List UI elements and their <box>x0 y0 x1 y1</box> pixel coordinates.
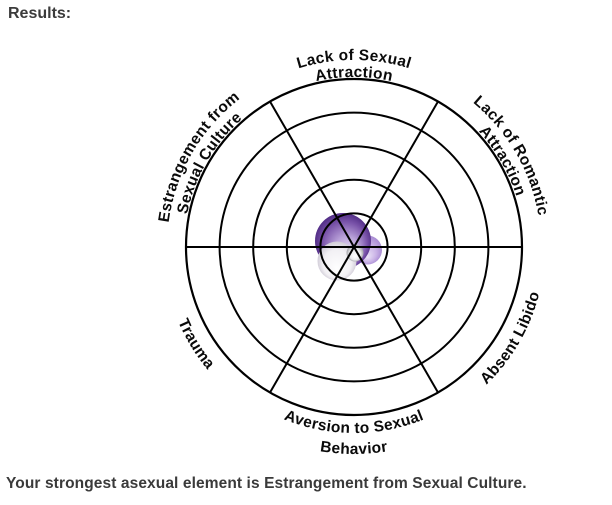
axis-label: Attraction <box>314 64 395 85</box>
spoke <box>269 101 355 248</box>
label-path <box>163 247 545 438</box>
axis-label: Absent Libido <box>477 290 543 388</box>
spoke <box>353 246 439 393</box>
axis-label-text: Trauma <box>174 316 217 372</box>
spoke <box>353 101 439 248</box>
axis-label-text: Behavior <box>319 438 388 458</box>
spoke <box>269 246 355 393</box>
axis-label-text: Absent Libido <box>477 290 543 388</box>
axis-label: Behavior <box>319 438 389 458</box>
results-heading: Results: <box>8 5 72 22</box>
label-path <box>168 247 540 433</box>
axis-label-text: Aversion to Sexual <box>282 407 425 437</box>
axis-label: Aversion to Sexual <box>282 407 426 437</box>
axis-label-text: Attraction <box>314 64 394 85</box>
axis-label: Trauma <box>174 316 218 372</box>
strongest-element-text: Your strongest asexual element is Estran… <box>6 475 527 492</box>
